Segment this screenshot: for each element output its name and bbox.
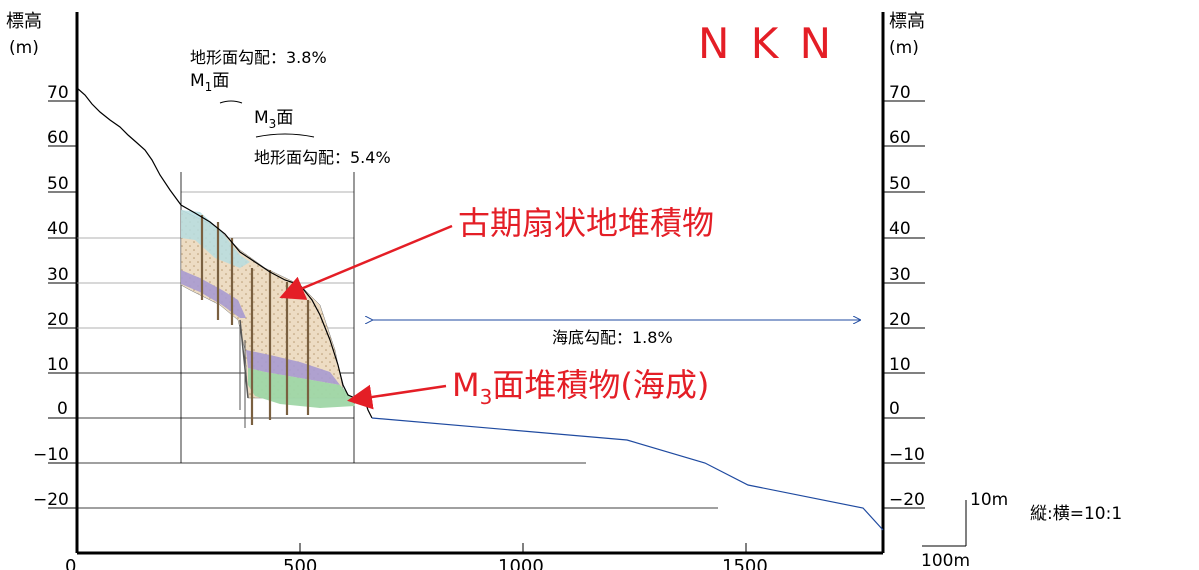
distance-tick-label: 0 xyxy=(65,556,76,570)
svg-text:M3面堆積物(海成): M3面堆積物(海成) xyxy=(452,366,709,409)
right-axis-title: 標高 xyxy=(889,11,925,32)
scale-ratio-label: 縦:横=10:1 xyxy=(1030,504,1122,524)
right-tick-label: 20 xyxy=(889,310,911,330)
right-tick-label: 70 xyxy=(889,83,911,103)
m3-deposit-callout: M3面堆積物(海成) xyxy=(452,366,709,409)
left-tick-label: 30 xyxy=(47,265,69,285)
distance-tick-label: 500 xyxy=(283,556,317,570)
distance-axis: 0 500 1000 1500 xyxy=(65,543,883,570)
left-tick-label: 10 xyxy=(47,355,69,375)
m3-surface-extent-marker xyxy=(255,133,315,138)
m1-surface-extent-marker xyxy=(219,100,243,104)
right-tick-label: −10 xyxy=(889,445,925,465)
seabed-slope-label: 海底勾配：1.8% xyxy=(552,328,673,347)
left-tick-label: 40 xyxy=(47,219,69,239)
left-tick-label: 70 xyxy=(47,83,69,103)
clay-band-upper xyxy=(181,270,246,318)
scale-vertical-label: 10m xyxy=(970,490,1008,510)
m3-surface-label: M3面 xyxy=(254,108,293,131)
left-axis-unit: (m) xyxy=(9,38,39,58)
right-tick-label: 50 xyxy=(889,174,911,194)
right-tick-label: 0 xyxy=(889,399,900,419)
right-tick-label: 60 xyxy=(889,128,911,148)
scale-horizontal-label: 100m xyxy=(921,551,970,570)
boreholes xyxy=(200,215,310,428)
distance-tick-label: 1000 xyxy=(498,556,544,570)
right-tick-label: 40 xyxy=(889,219,911,239)
deposit-layers xyxy=(180,209,355,408)
right-axis-unit: (m) xyxy=(889,38,919,58)
left-tick-label: 50 xyxy=(47,174,69,194)
right-axis-ticks: 70 60 50 40 30 20 10 0 −10 −20 xyxy=(883,83,925,510)
fan-deposit-arrow xyxy=(279,224,453,300)
svg-text:M1面: M1面 xyxy=(190,71,229,94)
left-tick-label: −10 xyxy=(33,445,69,465)
section-grid xyxy=(77,172,718,509)
slope-m1-label: 地形面勾配：3.8% xyxy=(190,48,327,67)
scale-bar: 10m 100m 縦:横=10:1 xyxy=(921,490,1122,570)
fan-deposit-callout: 古期扇状地堆積物 xyxy=(458,204,714,242)
marine-deposit-layer xyxy=(248,368,355,408)
m3-deposit-arrow xyxy=(347,384,447,410)
distance-tick-label: 1500 xyxy=(722,556,768,570)
left-tick-label: 0 xyxy=(57,399,68,419)
right-tick-label: −20 xyxy=(889,490,925,510)
left-axis-ticks: 70 60 50 40 30 20 10 0 −10 −20 xyxy=(33,83,77,510)
left-axis-title: 標高 xyxy=(6,11,42,32)
right-tick-label: 10 xyxy=(889,355,911,375)
slope-m3-label: 地形面勾配：5.4% xyxy=(254,148,391,167)
m1-surface-label: M1面 xyxy=(190,71,229,94)
left-tick-label: −20 xyxy=(33,490,69,510)
right-tick-label: 30 xyxy=(889,265,911,285)
seabed-profile-line xyxy=(371,417,884,531)
watermark-text: N K N xyxy=(698,19,835,68)
left-tick-label: 20 xyxy=(47,310,69,330)
left-tick-label: 60 xyxy=(47,128,69,148)
svg-text:M3面: M3面 xyxy=(254,108,293,131)
